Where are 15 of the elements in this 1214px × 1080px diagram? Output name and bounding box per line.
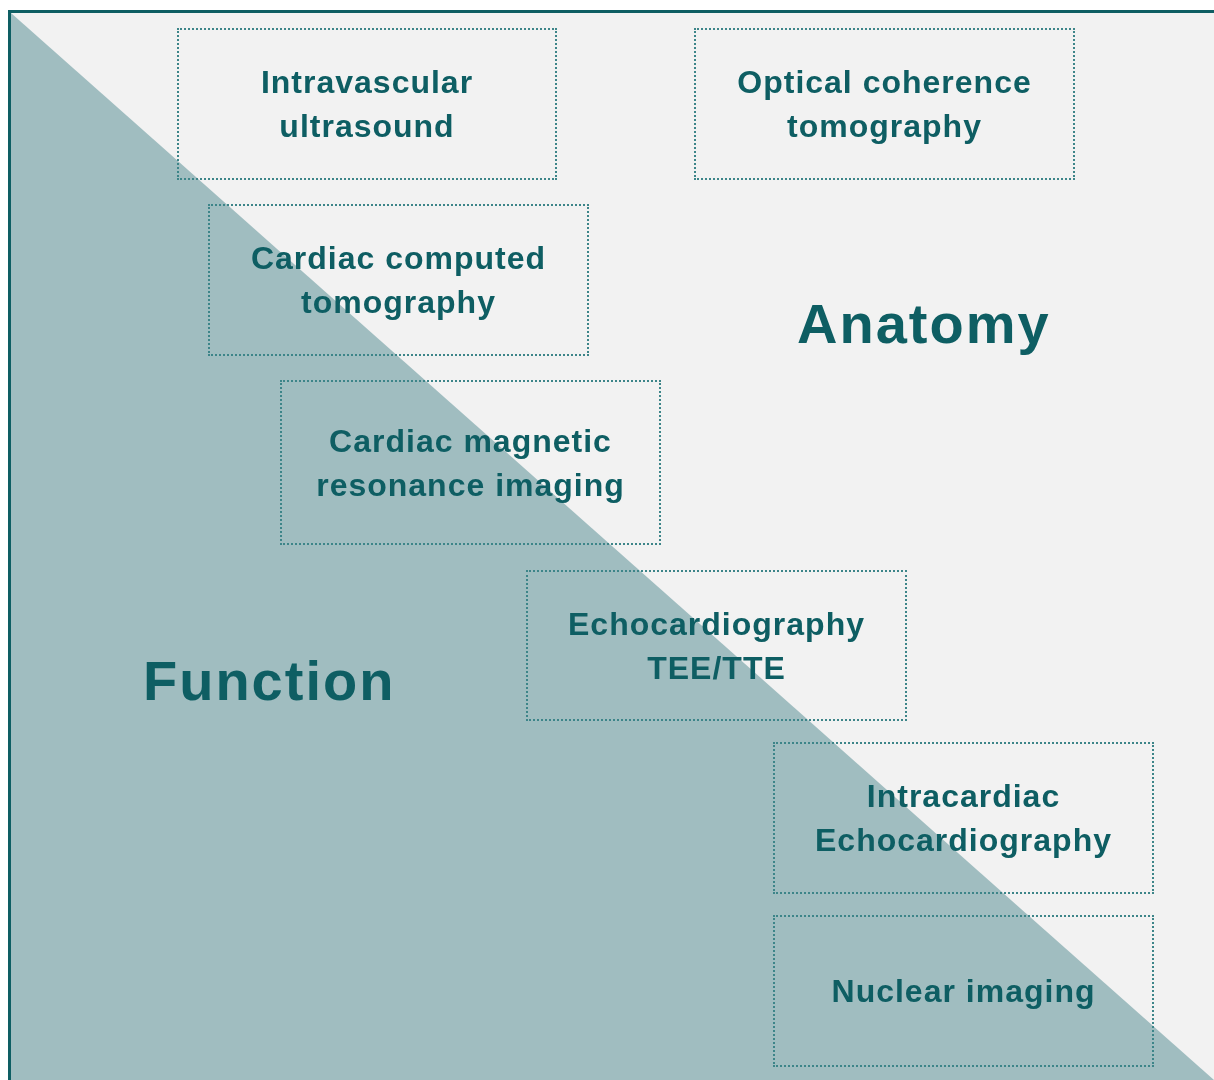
box-text: Nuclear imaging: [831, 972, 1096, 1011]
dotted-box: [280, 380, 661, 545]
box-text: Intracardiac Echocardiography: [814, 777, 1113, 860]
box-text: Intravascular ultrasound: [259, 63, 475, 146]
dotted-box: [526, 570, 907, 721]
dotted-box: [773, 915, 1154, 1067]
dotted-box: [694, 28, 1075, 180]
region-label: Anatomy: [797, 291, 1051, 357]
dotted-box: [208, 204, 589, 356]
box-text: Cardiac magnetic resonance imaging: [315, 421, 626, 505]
region-label: Function: [143, 648, 396, 714]
box-text: Cardiac computed tomography: [249, 239, 548, 322]
dotted-box: [773, 742, 1154, 894]
dotted-box: [177, 28, 557, 180]
box-text: Optical coherence tomography: [736, 63, 1033, 146]
